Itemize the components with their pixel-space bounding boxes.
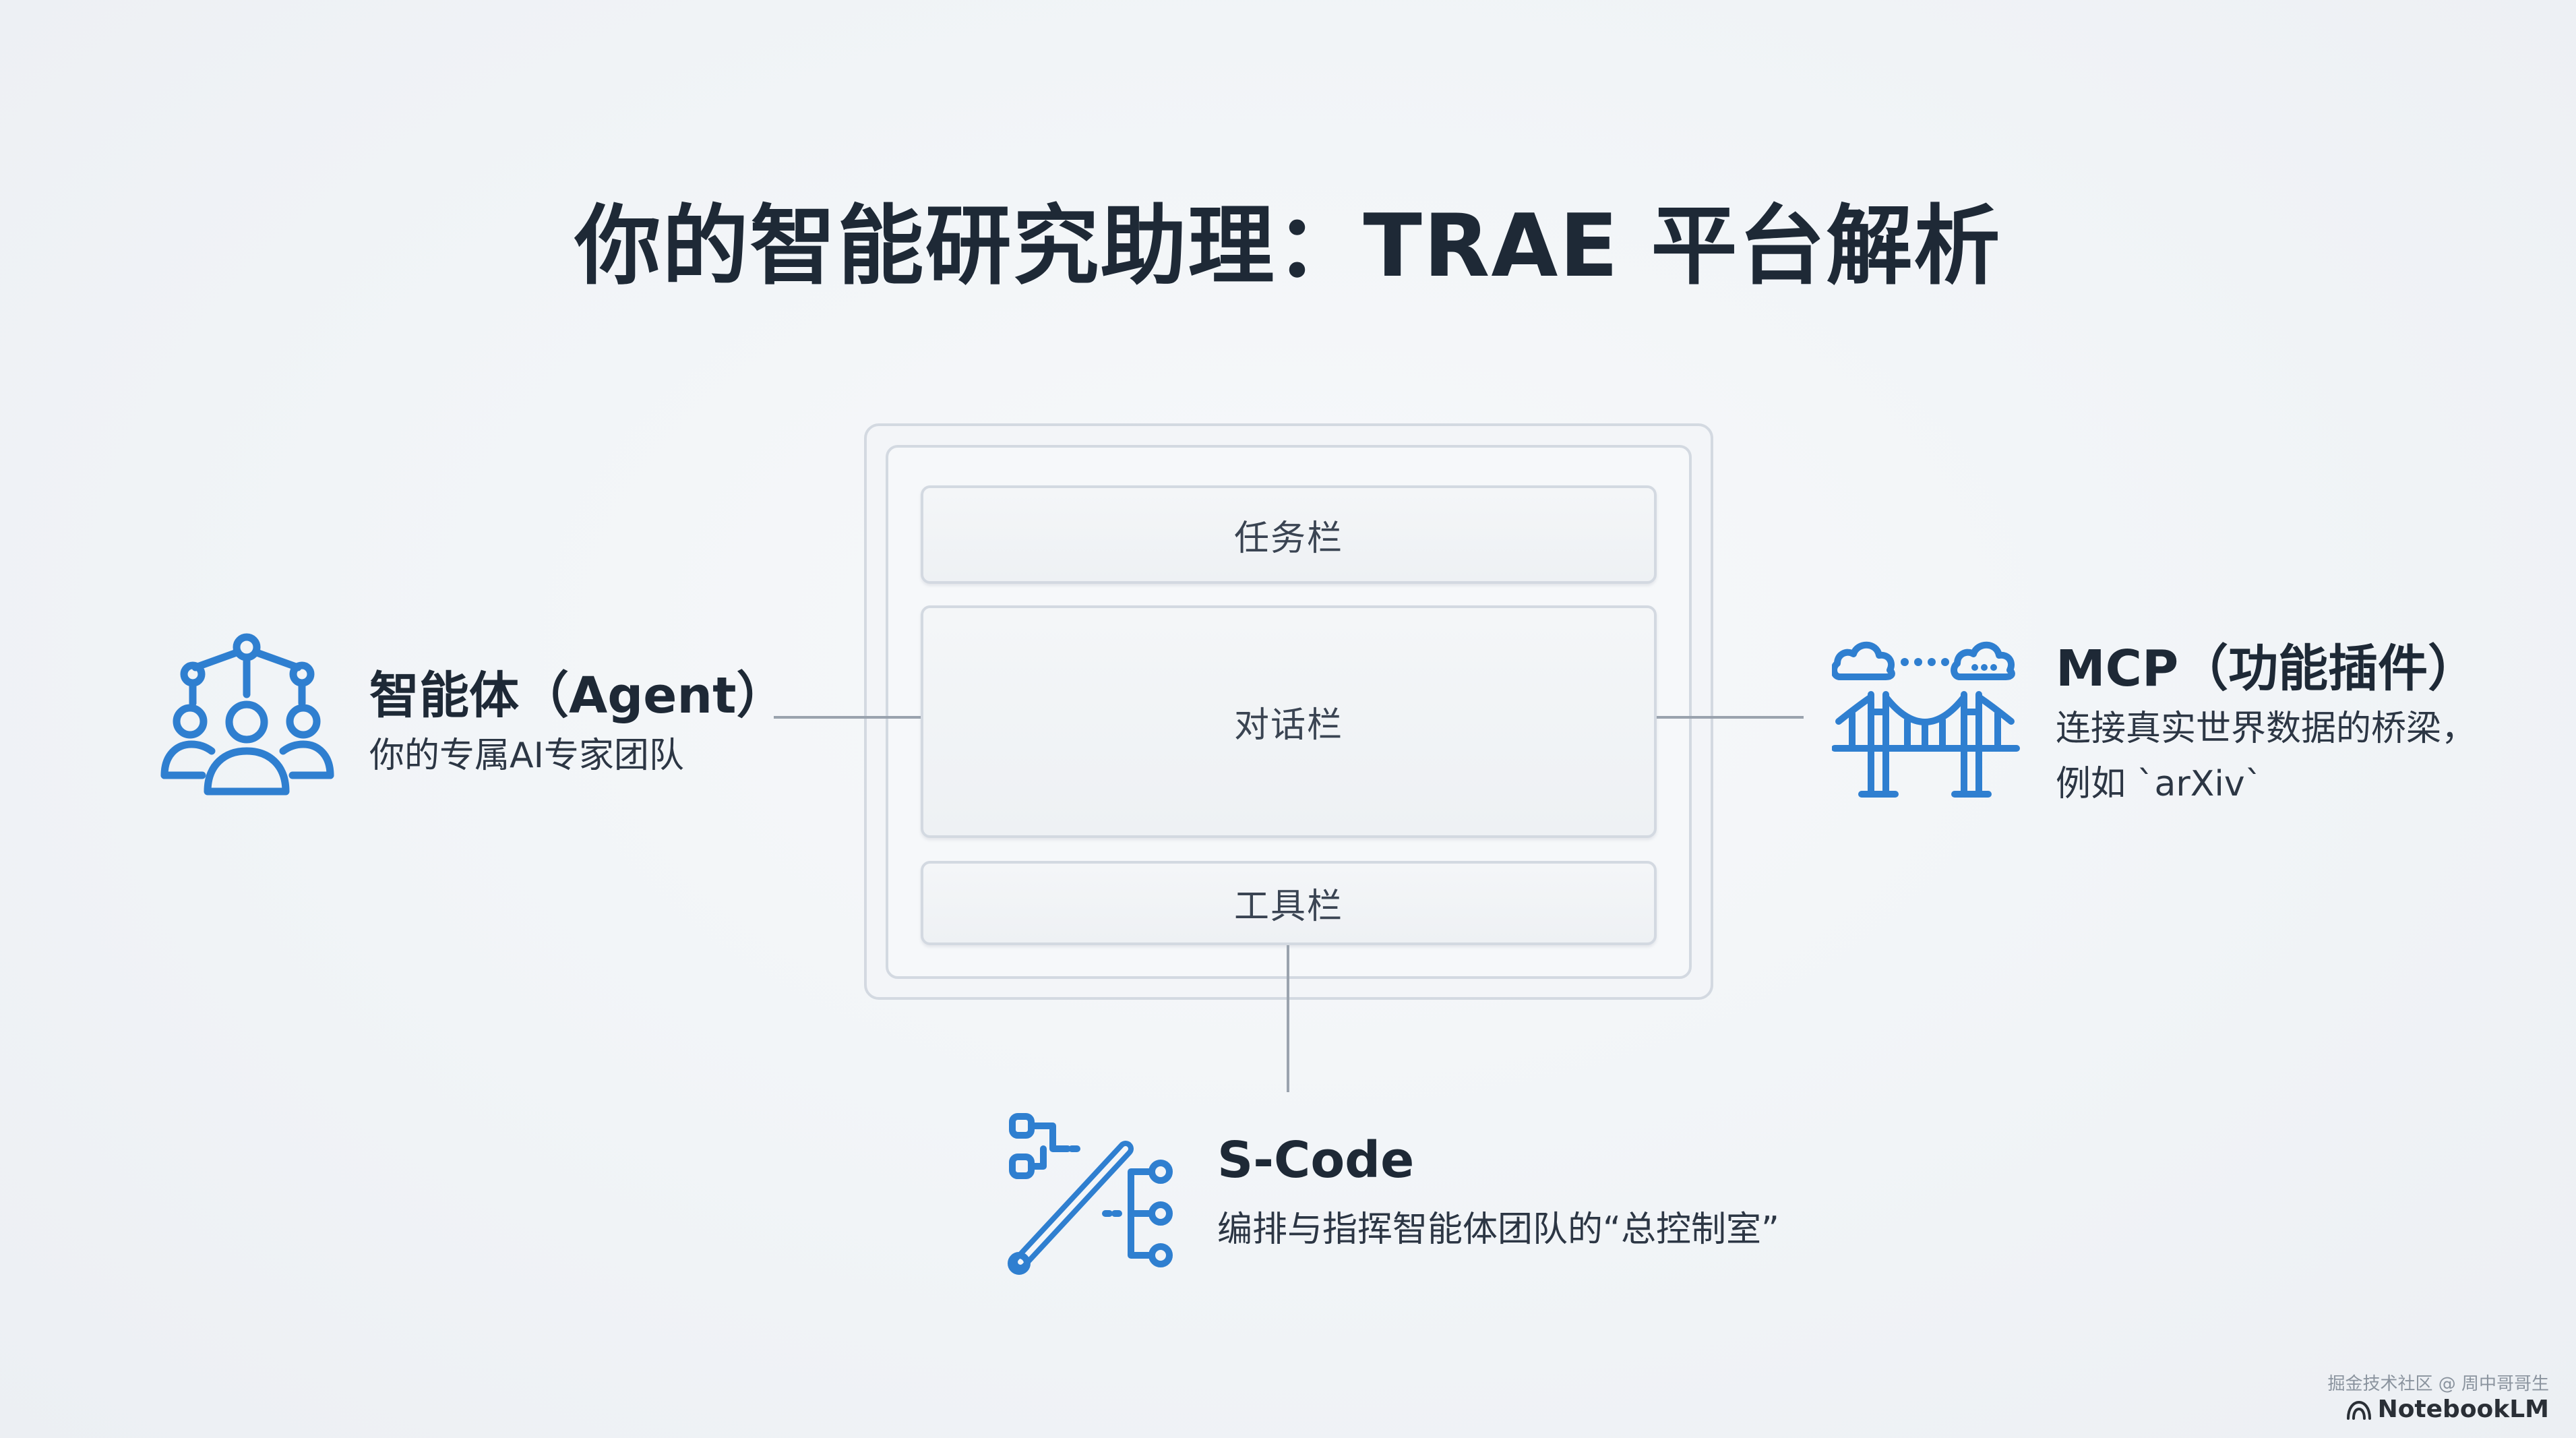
- watermark-source: 掘金技术社区 @ 周中哥哥生: [2327, 1374, 2549, 1394]
- toolbar-panel: 工具栏: [921, 861, 1657, 945]
- chat-panel: 对话栏: [921, 605, 1657, 838]
- chat-label: 对话栏: [1233, 705, 1343, 746]
- cloud-bridge-icon: [1832, 632, 2021, 808]
- scode-title: S-Code: [1217, 1131, 1415, 1189]
- connector-line-scode: [1287, 945, 1289, 1092]
- taskbar-label: 任务栏: [1233, 518, 1343, 559]
- mcp-description: 连接真实世界数据的桥梁， 例如 `arXiv`: [2056, 701, 2476, 812]
- notebooklm-logo-icon: [2345, 1398, 2372, 1427]
- watermark-brand-label: NotebookLM: [2377, 1396, 2549, 1423]
- baton-flow-icon: [1004, 1112, 1179, 1281]
- agent-title: 智能体（Agent）: [369, 667, 787, 725]
- mcp-description-line-2: 例如 `arXiv`: [2056, 764, 2263, 804]
- taskbar-panel: 任务栏: [921, 485, 1657, 584]
- mcp-description-line-1: 连接真实世界数据的桥梁，: [2056, 709, 2477, 749]
- toolbar-label: 工具栏: [1233, 887, 1343, 927]
- team-network-icon: [160, 632, 336, 801]
- watermark: 掘金技术社区 @ 周中哥哥生 NotebookLM: [2327, 1373, 2549, 1427]
- page-title: 你的智能研究助理：TRAE 平台解析: [574, 196, 2002, 297]
- agent-description: 你的专属AI专家团队: [369, 736, 684, 776]
- scode-description: 编排与指挥智能体团队的“总控制室”: [1217, 1209, 1779, 1250]
- connector-line-agent: [774, 716, 921, 719]
- watermark-brand: NotebookLM: [2327, 1395, 2549, 1427]
- mcp-title: MCP（功能插件）: [2056, 640, 2478, 698]
- connector-line-mcp: [1657, 716, 1804, 719]
